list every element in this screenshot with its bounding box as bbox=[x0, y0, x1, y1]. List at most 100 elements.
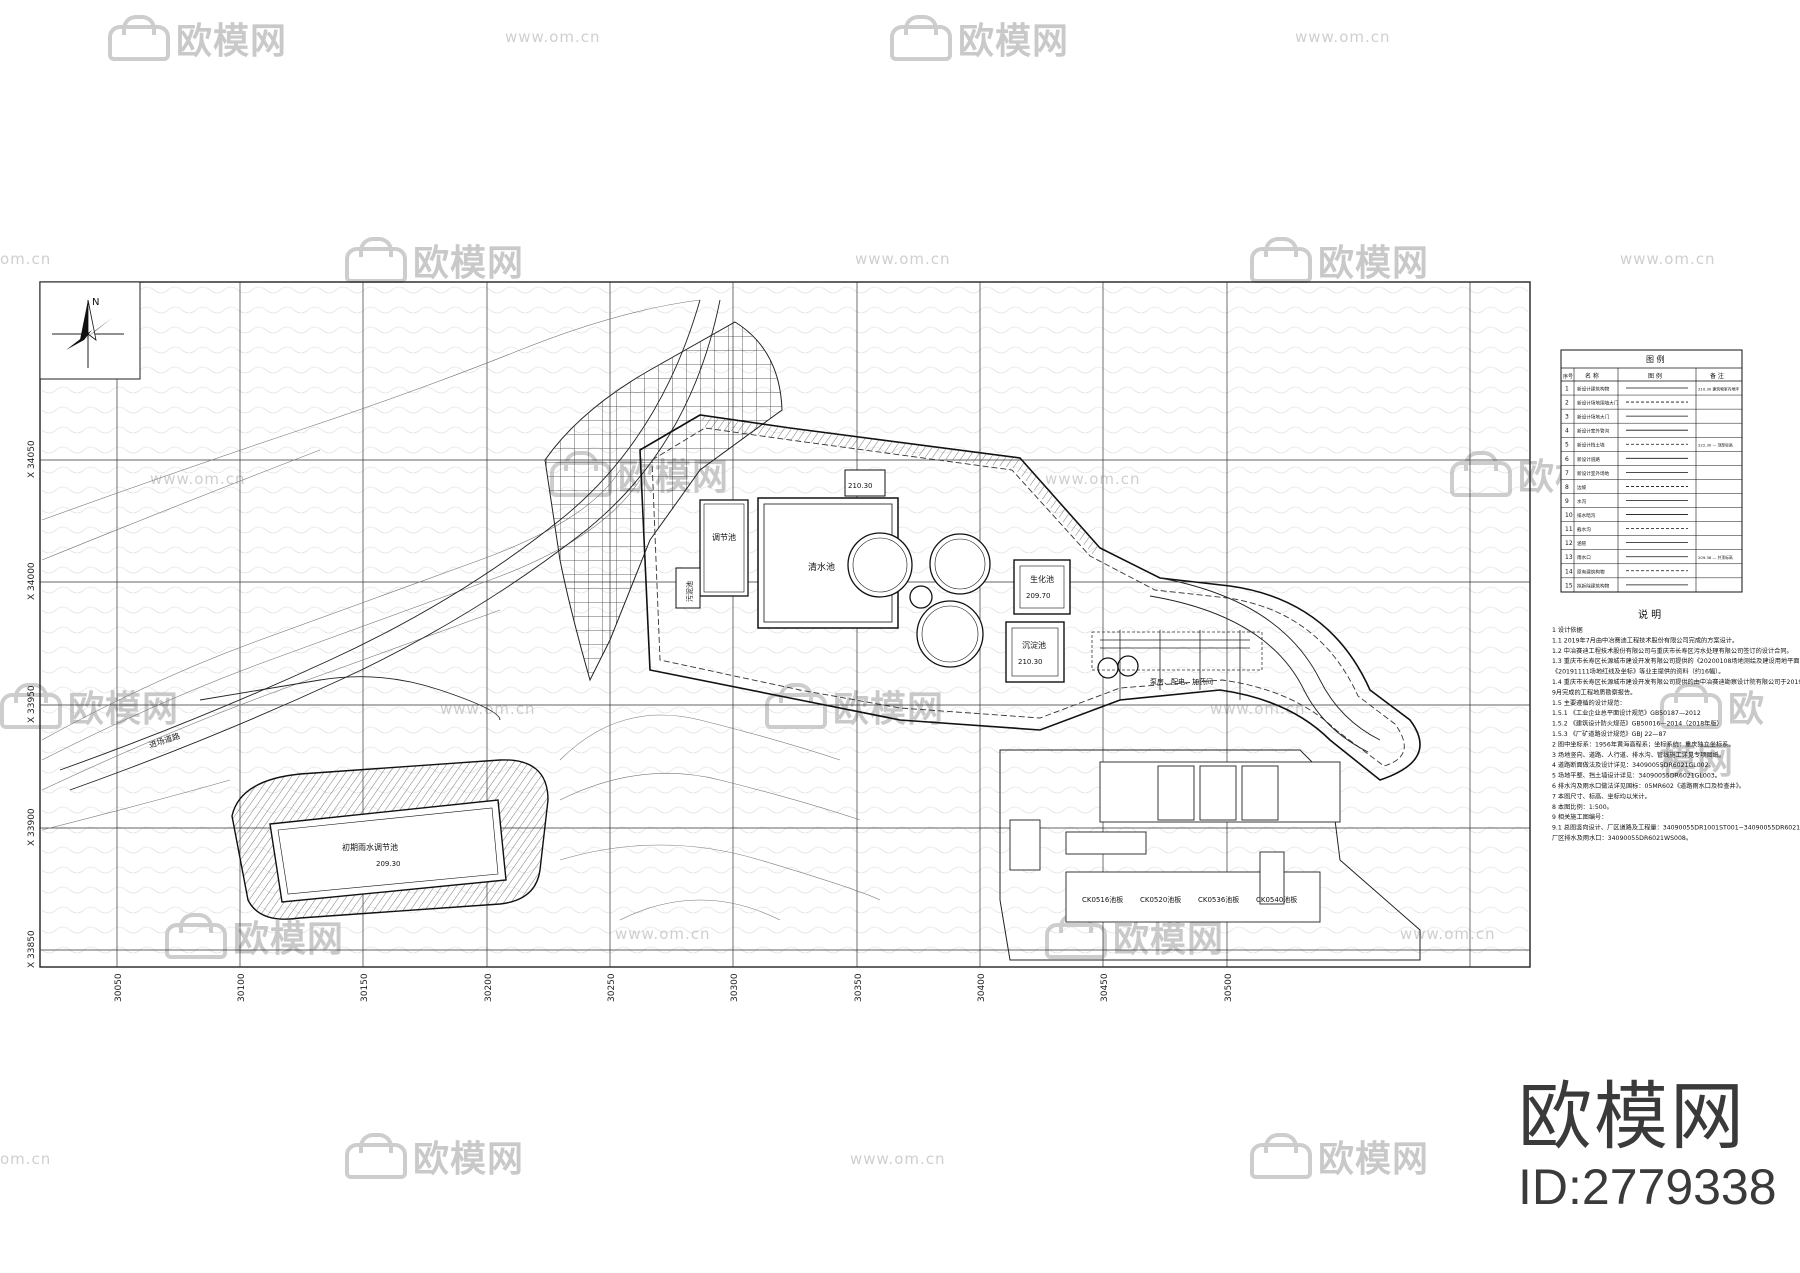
x-coord-label: 30500 bbox=[1224, 973, 1234, 1002]
y-coord-label: X 33850 bbox=[27, 930, 37, 968]
legend-row-name: 排水暗沟 bbox=[1577, 512, 1596, 519]
note-line: 4 道路断面做法及设计详见：34090055DR6021GL002。 bbox=[1552, 761, 1715, 769]
legend-row-name: 新设计场地大门 bbox=[1577, 414, 1610, 421]
north-label: N bbox=[92, 297, 99, 308]
note-line: 1.5.3 《厂矿道路设计规范》GBJ 22—87 bbox=[1552, 730, 1666, 738]
note-line: 6 排水沟及雨水口做法详见国标：05MR602《道路雨水口及检查井》。 bbox=[1552, 782, 1745, 790]
clarifier-tank bbox=[929, 533, 991, 595]
existing-plant-boundary bbox=[999, 749, 1421, 961]
legend-row-number: 3 bbox=[1565, 414, 1569, 421]
legend-row-number: 7 bbox=[1565, 470, 1569, 477]
watermark-logo-icon bbox=[345, 1133, 407, 1179]
legend-row-name: 涵管 bbox=[1577, 540, 1587, 547]
note-line: 1.3 重庆市长寿区长源城市建设开发有限公司提供的《20200108场地测绘及建… bbox=[1552, 657, 1800, 665]
small-tank bbox=[1097, 657, 1119, 679]
note-line: 5 场地平整、挡土墙设计详见：34090055DR6021GL003。 bbox=[1552, 772, 1721, 780]
tank-building-bottom-label: 沉淀池 bbox=[1022, 640, 1046, 650]
x-coord-label: 30350 bbox=[854, 973, 864, 1002]
x-coord-label: 30150 bbox=[360, 973, 370, 1002]
y-coord-label: X 33900 bbox=[27, 808, 37, 846]
pipe-racks bbox=[1100, 630, 1250, 700]
stormwater-basin bbox=[269, 799, 507, 903]
coordinate-grid bbox=[40, 282, 1530, 967]
pump-area bbox=[1091, 631, 1263, 671]
legend-row-name: 拟拆除建筑构物 bbox=[1577, 582, 1610, 589]
note-line: 2 图中坐标系：1956年黄海高程系；坐标系统：重庆独立坐标系。 bbox=[1552, 740, 1735, 748]
tank-building-top bbox=[1013, 559, 1071, 615]
brand-name: 欧模网 bbox=[1518, 1074, 1746, 1160]
tank-building-top-label: 生化池 bbox=[1030, 574, 1054, 584]
legend-row-number: 4 bbox=[1565, 428, 1569, 435]
legend-row-name: 新设计建筑构物 bbox=[1577, 386, 1610, 393]
legend-row-number: 13 bbox=[1565, 554, 1573, 561]
x-coord-label: 30400 bbox=[977, 973, 987, 1002]
watermark-logo-icon bbox=[1250, 1133, 1312, 1179]
existing-buildings bbox=[1009, 761, 1341, 923]
watermark-url: www.om.cn bbox=[855, 250, 951, 268]
gatehouse-elev: 210.30 bbox=[848, 482, 873, 490]
lower-block-label: CK0516池板 bbox=[1082, 895, 1123, 904]
legend-row-note: 222.30 — 顶部标高 bbox=[1698, 443, 1733, 448]
x-coordinate-labels: 30050 30100 30150 30200 30250 30300 3035… bbox=[114, 973, 1234, 1002]
note-line: 1.5 主要遵循的设计规范： bbox=[1552, 699, 1626, 707]
legend-header: 序号 bbox=[1563, 373, 1573, 380]
watermark-brand: 欧模网 bbox=[1660, 683, 1766, 782]
watermark-logo-icon bbox=[108, 15, 170, 61]
watermark-brand: 欧模网 bbox=[1250, 1130, 1429, 1182]
legend-row-number: 12 bbox=[1565, 540, 1573, 547]
north-slope-strip bbox=[700, 415, 1100, 556]
legend-row-name: 新设计室外管沟 bbox=[1577, 428, 1610, 435]
note-line: 8 本图比例：1:500。 bbox=[1552, 803, 1613, 811]
slope-protection-area bbox=[544, 321, 783, 682]
brand-id: ID:2779338 bbox=[1518, 1159, 1777, 1215]
legend-row-number: 8 bbox=[1565, 484, 1569, 491]
note-line: 9 相关施工图编号： bbox=[1552, 813, 1607, 821]
legend-row-number: 11 bbox=[1565, 526, 1573, 533]
legend-row-number: 1 bbox=[1565, 386, 1569, 393]
tank-building-top-elev: 209.70 bbox=[1026, 592, 1051, 600]
x-coord-label: 30250 bbox=[607, 973, 617, 1002]
stormwater-basin-elev: 209.30 bbox=[376, 860, 401, 868]
note-line: 1 设计依据 bbox=[1552, 626, 1583, 634]
watermark-url: om.cn bbox=[0, 250, 52, 268]
legend-row-name: 新设计道路 bbox=[1577, 456, 1600, 463]
note-line: 9月完成的工程地质勘察报告。 bbox=[1552, 688, 1636, 696]
note-line: 9.1 总图竖向设计、厂区道路及工程量：34090055DR1001ST001~… bbox=[1552, 824, 1800, 832]
brand-watermark: 欧模网 ID:2779338 bbox=[1518, 1080, 1777, 1212]
watermark-brand: 欧模网 bbox=[345, 1130, 524, 1182]
watermark-brand: 欧模网 bbox=[890, 12, 1069, 64]
legend-row-note: 209.36 — 井顶标高 bbox=[1698, 555, 1733, 560]
legend-title: 图 例 bbox=[1646, 354, 1665, 364]
note-line: 1.2 中冶赛迪工程技术股份有限公司与重庆市长寿区污水处理有限公司签订的设计合同… bbox=[1552, 647, 1793, 655]
watermark-logo-icon bbox=[1660, 683, 1722, 729]
x-coord-label: 30100 bbox=[237, 973, 247, 1002]
legend-header: 名 称 bbox=[1585, 372, 1599, 380]
y-coord-label: X 34000 bbox=[27, 562, 37, 600]
tank-building-bottom bbox=[1005, 621, 1065, 683]
note-line: 1.1 2019年7月由中冶赛迪工程技术股份有限公司完成的方案设计。 bbox=[1552, 636, 1738, 644]
notes-block: 说 明 1 设计依据 1.1 2019年7月由中冶赛迪工程技术股份有限公司完成的方… bbox=[1552, 608, 1800, 842]
lower-block-label: CK0520池板 bbox=[1140, 895, 1181, 904]
notes-lines: 1 设计依据 1.1 2019年7月由中冶赛迪工程技术股份有限公司完成的方案设计。… bbox=[1552, 626, 1800, 842]
x-coord-label: 30200 bbox=[484, 973, 494, 1002]
legend-row-number: 15 bbox=[1565, 582, 1573, 589]
clarifier-tank bbox=[916, 600, 984, 668]
legend-row-number: 2 bbox=[1565, 400, 1569, 407]
left-basin bbox=[699, 499, 749, 597]
legend-row-number: 6 bbox=[1565, 456, 1569, 463]
drawing-frame bbox=[39, 281, 1531, 968]
watermark-url: www.om.cn bbox=[850, 1150, 946, 1168]
y-coord-label: X 33950 bbox=[27, 685, 37, 723]
legend-row-name: 新设计场地围墙大门 bbox=[1577, 400, 1619, 407]
legend-row-name: 截水沟 bbox=[1577, 526, 1591, 533]
legend-row-name: 新设计室外场地 bbox=[1577, 470, 1610, 477]
note-line: 《20191111场地红线及坐标》等业主提供的资料（约16幅）。 bbox=[1552, 668, 1724, 676]
legend-row-name: 雨水口 bbox=[1577, 554, 1591, 561]
small-tank bbox=[909, 585, 933, 609]
notes-title: 说 明 bbox=[1638, 608, 1661, 621]
note-line: 7 本图尺寸、标高、坐标均以米计。 bbox=[1552, 792, 1651, 800]
watermark-logo-icon bbox=[890, 15, 952, 61]
legend-header: 备 注 bbox=[1710, 372, 1724, 380]
legend-row-number: 9 bbox=[1565, 498, 1569, 505]
